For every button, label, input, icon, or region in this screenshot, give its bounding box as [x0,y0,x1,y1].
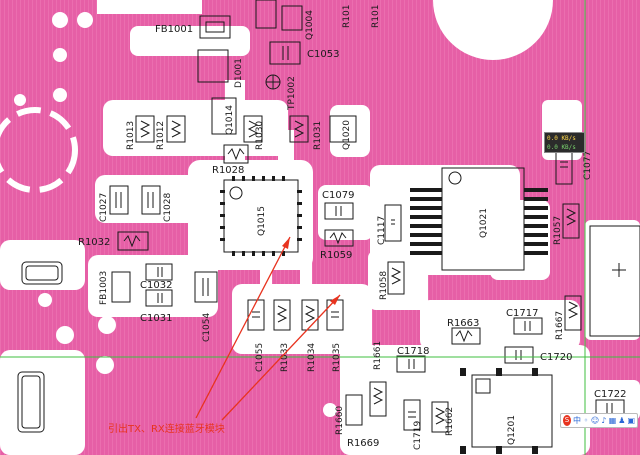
label-c1717: C1717 [506,308,538,319]
label-fb1001: FB1001 [155,24,193,35]
upload-speed: 0.0 KB/s [547,135,576,142]
vias [14,12,585,417]
component-outlines [17,0,640,448]
label-c1027: C1027 [99,193,109,222]
label-r101a: R101 [342,5,352,28]
label-fb1003: FB1003 [99,271,109,305]
sogou-logo-icon[interactable]: S [563,415,572,426]
emoji-icon[interactable]: ☺ [590,415,600,425]
label-r1059: R1059 [320,250,352,261]
label-q1201: Q1201 [507,415,517,445]
label-c1722: C1722 [594,389,626,400]
toolbox-icon[interactable]: ▣ [627,415,636,425]
label-r1057: R1057 [553,216,563,245]
label-r1032: R1032 [78,237,110,248]
capacitor-glyphs [115,161,613,418]
label-r1661: R1661 [373,341,383,370]
label-r1012: R1012 [156,121,166,150]
label-c1720: C1720 [540,352,572,363]
label-r1031: R1031 [313,121,323,150]
resistor-glyphs [123,120,579,425]
label-tp1002: TP1002 [287,76,297,111]
network-speed-widget[interactable]: 0.0 KB/s 0.0 KB/s [544,132,585,153]
punctuation-icon[interactable]: ◦ [583,415,589,425]
label-c1718: C1718 [397,346,429,357]
label-r1030: R1030 [255,121,265,150]
label-q1015: Q1015 [257,206,267,236]
label-r1669: R1669 [347,438,379,449]
skin-icon[interactable]: ♟ [618,415,626,425]
label-r1663: R1663 [447,318,479,329]
ic-pins [220,176,548,454]
label-q1004: Q1004 [305,10,315,40]
label-c1053: C1053 [307,49,339,60]
label-r101b: R101 [371,5,381,28]
label-c1079: C1079 [322,190,354,201]
label-d1001: D1001 [234,58,244,88]
label-q1014: Q1014 [225,105,235,135]
label-r1034: R1034 [307,343,317,372]
label-r1662: R1662 [445,407,455,436]
label-r1013: R1013 [126,121,136,150]
download-speed: 0.0 KB/s [547,144,576,151]
label-r1660: R1660 [335,406,345,435]
label-r1033: R1033 [280,343,290,372]
label-c1077: C1077 [583,151,593,180]
label-c1031: C1031 [140,313,172,324]
label-q1020: Q1020 [342,120,352,150]
label-c1055: C1055 [255,343,265,372]
label-c1719: C1719 [413,421,423,450]
annotation-note: 引出TX、RX连接蓝牙模块 [108,422,225,435]
label-r1028: R1028 [212,165,244,176]
input-method-toolbar[interactable]: S 中 ◦ ☺ ♪ ▦ ♟ ▣ [560,413,638,428]
keyboard-icon[interactable]: ▦ [608,415,617,425]
label-c1032: C1032 [140,280,172,291]
label-r1058: R1058 [379,271,389,300]
annotation-arrows [195,236,341,421]
label-q1021: Q1021 [479,208,489,238]
microphone-icon[interactable]: ♪ [601,415,607,425]
label-r1035: R1035 [332,343,342,372]
language-toggle[interactable]: 中 [573,415,582,425]
label-c1117: C1117 [377,216,387,245]
label-r1667: R1667 [555,311,565,340]
label-c1054: C1054 [202,313,212,342]
label-c1028: C1028 [163,193,173,222]
